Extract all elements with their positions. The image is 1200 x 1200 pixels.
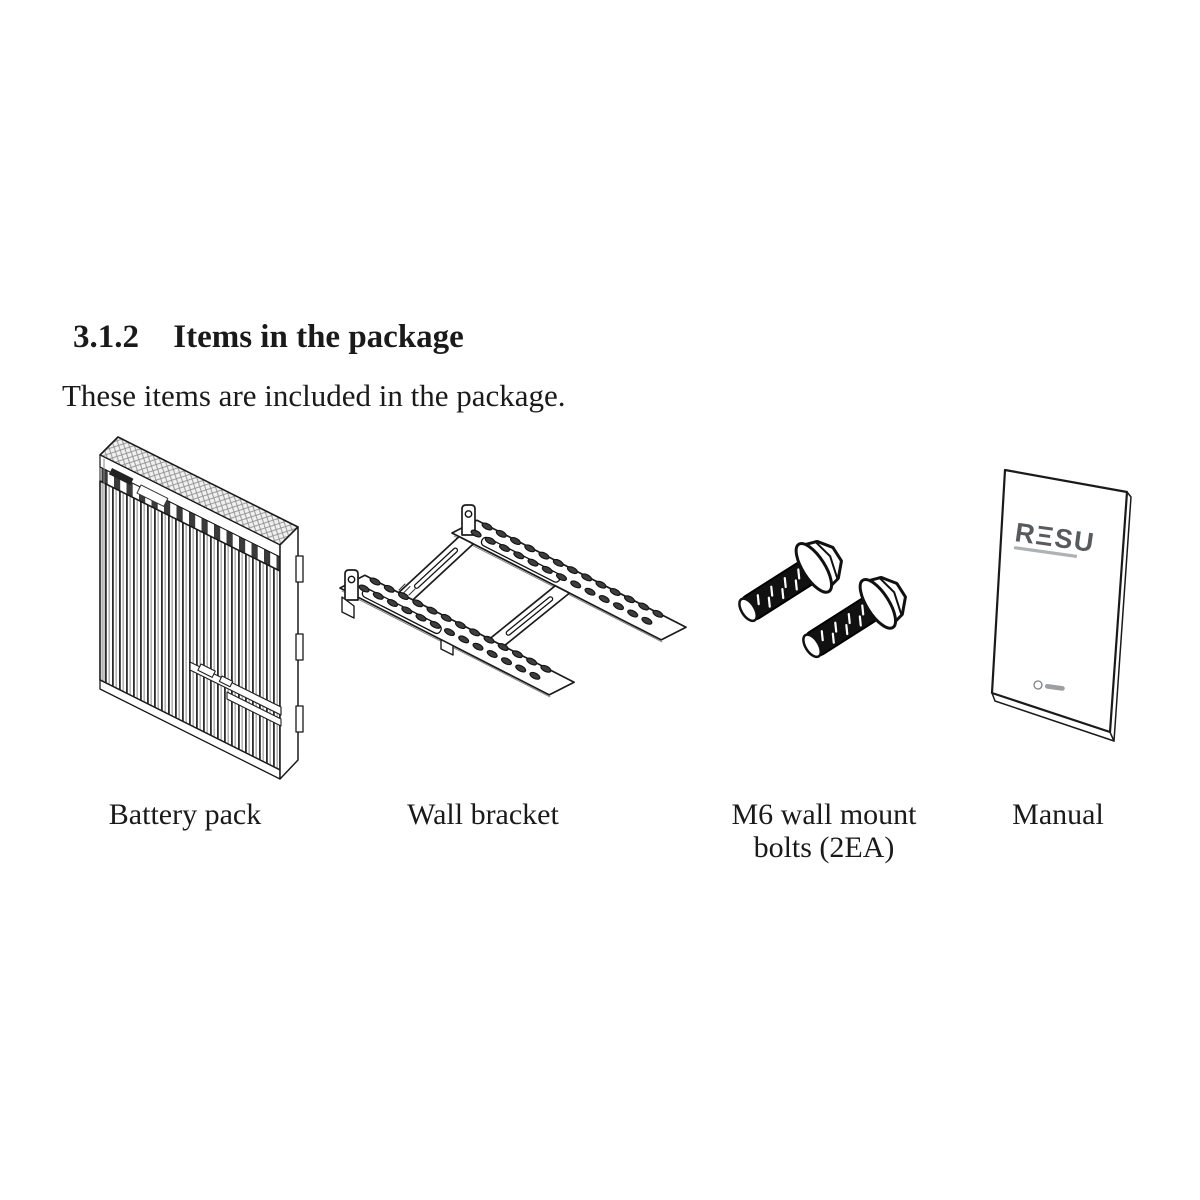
caption-wall-bracket-text: Wall bracket (407, 798, 559, 831)
caption-m6-bolts-line2: bolts (2EA) (753, 831, 895, 864)
resu-logo: RΞSU (1013, 517, 1097, 558)
battery-top-connector (108, 468, 169, 507)
caption-m6-bolts: M6 wall mount bolts (2EA) (732, 798, 917, 864)
bolt-2 (790, 564, 918, 675)
wall-bracket-illustration (339, 504, 687, 698)
caption-manual-text: Manual (1012, 798, 1104, 831)
battery-side-tabs (295, 555, 304, 733)
bolt-1 (726, 528, 854, 639)
caption-battery-pack: Battery pack (109, 798, 261, 831)
bracket-slots-upper-rail (469, 520, 665, 627)
lg-chem-logo-mark (1033, 680, 1065, 691)
manual-subtitle-line (1013, 546, 1078, 558)
caption-m6-bolts-line1: M6 wall mount (731, 798, 917, 831)
manual-illustration: RΞSU (990, 468, 1132, 742)
section-heading: 3.1.2 Items in the package (73, 320, 464, 355)
battery-seams (189, 661, 282, 727)
caption-wall-bracket: Wall bracket (407, 798, 559, 831)
section-title: Items in the package (173, 319, 464, 355)
bracket-slots-lower-rail (357, 575, 553, 682)
battery-pack-illustration (99, 436, 304, 780)
section-number: 3.1.2 (73, 319, 139, 355)
m6-bolts-illustration (726, 528, 918, 675)
bracket-mount-tabs (344, 504, 476, 601)
caption-manual: Manual (1012, 798, 1104, 831)
caption-battery-pack-text: Battery pack (108, 798, 262, 831)
intro-text: These items are included in the package. (62, 378, 566, 413)
